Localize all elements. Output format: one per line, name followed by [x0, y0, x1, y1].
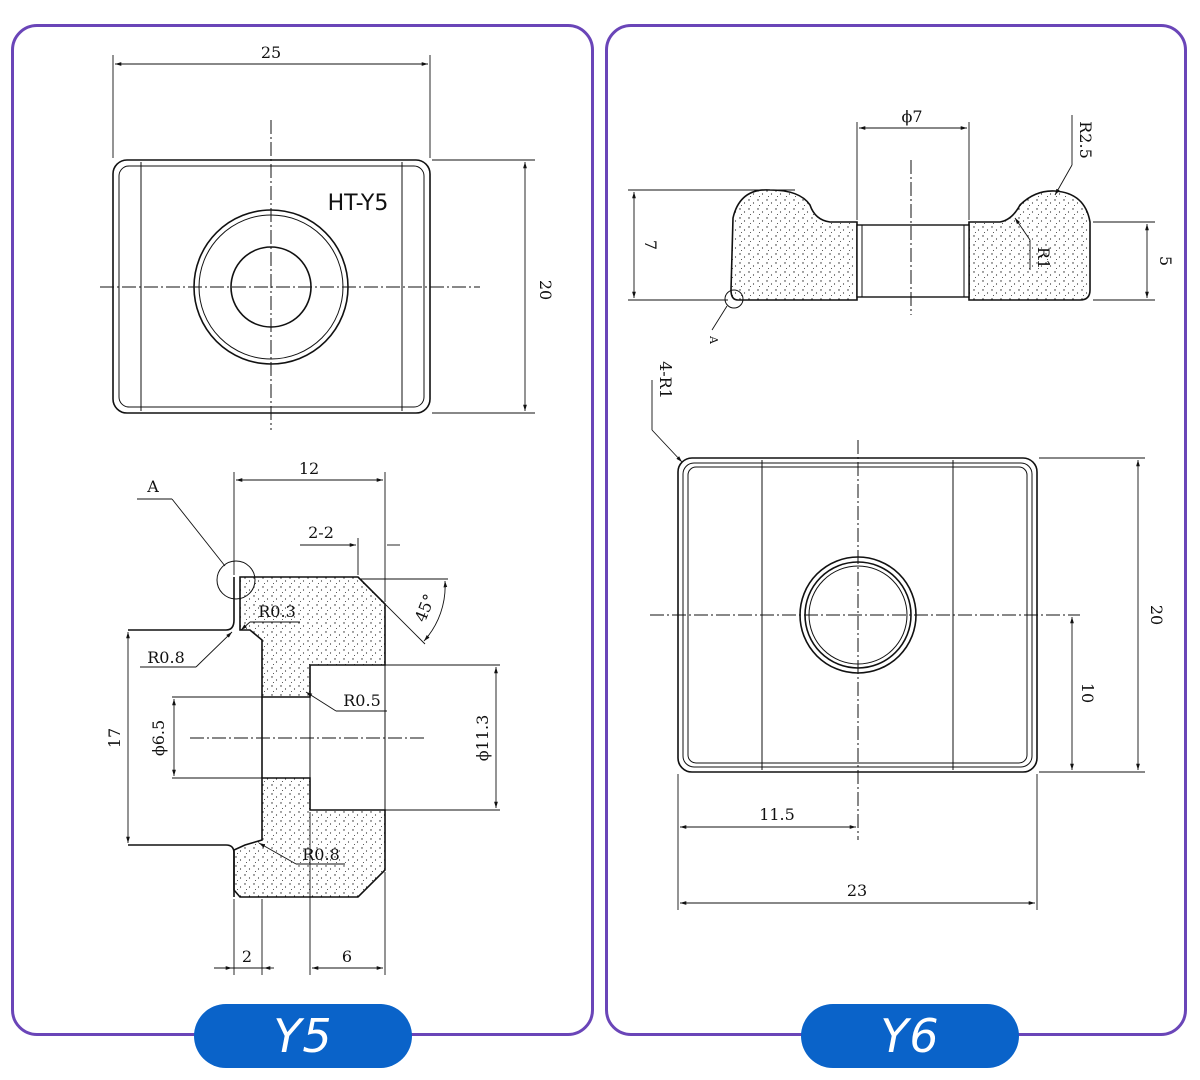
- y5-dim-r08-top: R0.8: [147, 648, 185, 667]
- y6-bore: [856, 224, 970, 298]
- badge-y5: Y5: [194, 1004, 412, 1068]
- y5-detail-label: A: [146, 477, 159, 496]
- y6-detail-label: A: [707, 335, 720, 345]
- y6-dim-r25: R2.5: [1076, 121, 1095, 159]
- y5-detail-circle: [216, 560, 256, 600]
- y6-dim-corner-radius: 4-R1: [656, 361, 675, 399]
- y6-dim-r1: R1: [1034, 247, 1053, 269]
- y6-top-view: 4-R1 20 10 11.5 23: [650, 361, 1166, 910]
- y5-dim-chamfer: 2-2: [308, 523, 334, 542]
- y5-dim-outer-dia: ϕ11.3: [473, 715, 492, 762]
- y6-dim-height5: 5: [1156, 256, 1175, 266]
- y5-dim-r03: R0.3: [258, 602, 296, 621]
- y5-dim-flange: 2: [242, 947, 252, 966]
- y5-dim-depth: 6: [342, 947, 352, 966]
- y5-top-view: 25 20 HT-Y5: [100, 43, 555, 430]
- y5-dim-height: 20: [536, 280, 555, 300]
- y5-section-bottom: [233, 777, 386, 898]
- y5-section-view: A 12 2-2 45° R0.3 R0.8 R0.5 R0.8 ϕ6.5: [105, 459, 500, 975]
- y6-dim-height20: 20: [1147, 605, 1166, 625]
- y5-dim-total-height: 17: [105, 728, 124, 748]
- y5-dim-angle: 45°: [411, 591, 439, 624]
- panel-y6: [605, 24, 1187, 1036]
- y5-dim-r05: R0.5: [343, 691, 381, 710]
- y5-part-label: HT-Y5: [328, 191, 389, 216]
- y6-dim-width: 23: [847, 881, 867, 900]
- y6-dim-bore: ϕ7: [901, 107, 922, 126]
- y6-section-left: [730, 189, 858, 301]
- y5-dim-hole-dia: ϕ6.5: [149, 720, 168, 756]
- y6-section-right: [968, 190, 1091, 301]
- badge-y6: Y6: [801, 1004, 1019, 1068]
- y5-dim-width: 25: [261, 43, 281, 62]
- y6-detail-circle: [724, 289, 744, 309]
- y6-dim-width-half: 11.5: [759, 805, 795, 824]
- y5-section-top: [239, 576, 386, 698]
- y5-dim-r08-bottom: R0.8: [302, 845, 340, 864]
- y6-dim-height7: 7: [641, 240, 660, 250]
- y6-section-view: ϕ7 R2.5 R1 7 5 A: [628, 107, 1175, 345]
- y6-dim-height10: 10: [1078, 683, 1097, 703]
- y5-dim-section-width: 12: [299, 459, 319, 478]
